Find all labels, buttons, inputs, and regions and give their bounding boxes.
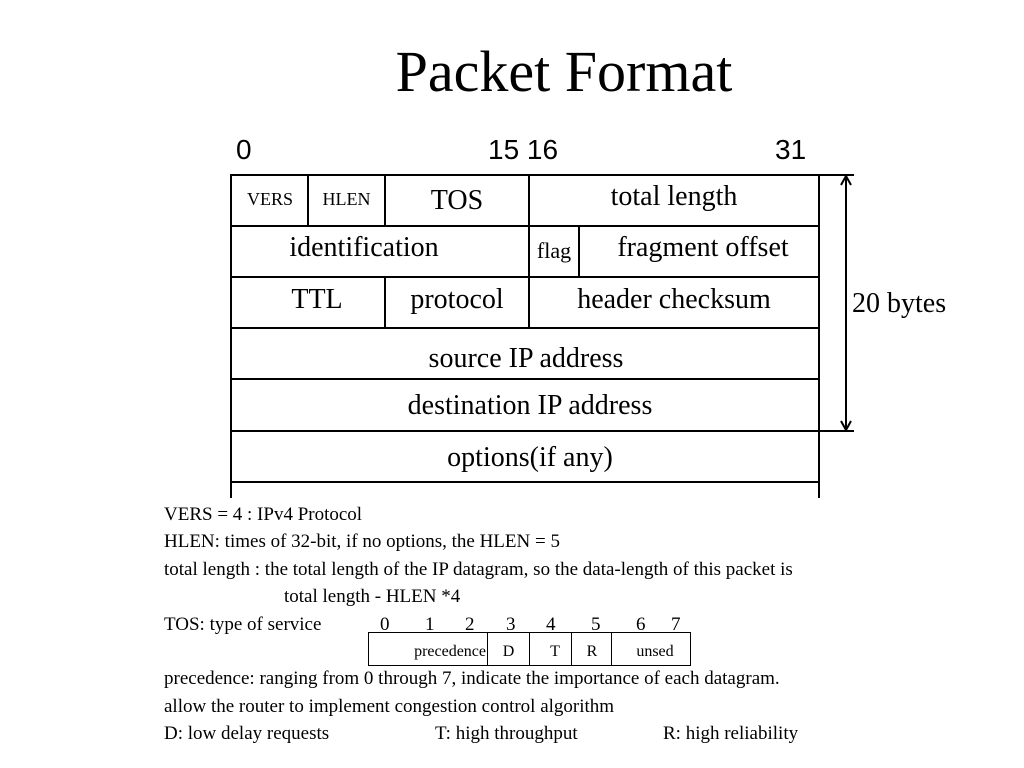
field-hlen: HLEN	[322, 189, 371, 209]
row-line	[230, 174, 820, 176]
tos-field-t: T	[550, 643, 560, 660]
field-total-length: total length	[610, 181, 738, 212]
bracket-top	[820, 174, 854, 176]
field-vers: VERS	[246, 189, 293, 209]
tos-field-unused: unsed	[636, 643, 674, 660]
tos-bit-number: 1	[425, 614, 435, 635]
note-tos: TOS: type of service	[164, 614, 322, 635]
bit-label-15-16: 15 16	[488, 134, 559, 165]
row-line	[230, 327, 820, 329]
table-right-border	[818, 174, 820, 498]
tos-box-divider	[487, 632, 488, 666]
cell-divider	[384, 174, 386, 226]
tos-field-r: R	[586, 643, 598, 660]
tos-box-divider	[368, 632, 369, 666]
tos-bit-number: 2	[465, 614, 475, 635]
double-arrow-icon	[840, 175, 852, 431]
row-line	[230, 378, 820, 380]
tos-bit-number: 3	[506, 614, 516, 635]
row-line	[230, 225, 820, 227]
field-header-checksum: header checksum	[577, 284, 771, 315]
row-line	[230, 481, 820, 483]
note-precedence: precedence: ranging from 0 through 7, in…	[164, 668, 780, 689]
page-title: Packet Format	[395, 39, 733, 104]
field-identification: identification	[289, 232, 439, 263]
cell-divider	[528, 174, 530, 226]
note-total-length: total length : the total length of the I…	[164, 559, 793, 580]
cell-divider	[578, 225, 580, 277]
note-hlen: HLEN: times of 32-bit, if no options, th…	[164, 531, 560, 552]
bit-label-0: 0	[236, 134, 252, 165]
tos-bit-number: 5	[591, 614, 601, 635]
cell-divider	[528, 225, 530, 277]
cell-divider	[528, 276, 530, 328]
field-options: options(if any)	[447, 442, 613, 473]
field-ttl: TTL	[291, 284, 343, 315]
note-vers: VERS = 4 : IPv4 Protocol	[164, 504, 363, 525]
tos-box-divider	[611, 632, 612, 666]
tos-bit-number: 4	[546, 614, 556, 635]
field-protocol: protocol	[410, 284, 504, 315]
tos-box-divider	[529, 632, 530, 666]
tos-field-d: D	[502, 643, 515, 660]
header-size-label: 20 bytes	[852, 288, 947, 319]
bit-label-31: 31	[775, 134, 807, 165]
note-t: T: high throughput	[435, 723, 578, 744]
tos-box-divider	[690, 632, 691, 666]
tos-bit-number: 7	[671, 614, 681, 635]
cell-divider	[384, 276, 386, 328]
table-left-border	[230, 174, 232, 498]
field-source-ip: source IP address	[428, 343, 624, 374]
tos-field-precedence: precedence	[414, 643, 486, 660]
tos-bit-number: 0	[380, 614, 390, 635]
field-flag: flag	[536, 238, 572, 263]
field-tos: TOS	[430, 185, 484, 216]
row-line	[230, 430, 820, 432]
bracket-bottom	[820, 430, 854, 432]
note-r: R: high reliability	[663, 723, 799, 744]
field-destination-ip: destination IP address	[407, 390, 653, 421]
cell-divider	[307, 174, 309, 226]
field-fragment-offset: fragment offset	[617, 232, 789, 263]
tos-bit-number: 6	[636, 614, 646, 635]
note-d: D: low delay requests	[164, 723, 330, 744]
row-line	[230, 276, 820, 278]
tos-box-divider	[571, 632, 572, 666]
note-congestion: allow the router to implement congestion…	[164, 696, 615, 717]
note-total-length-formula: total length - HLEN *4	[284, 586, 461, 607]
